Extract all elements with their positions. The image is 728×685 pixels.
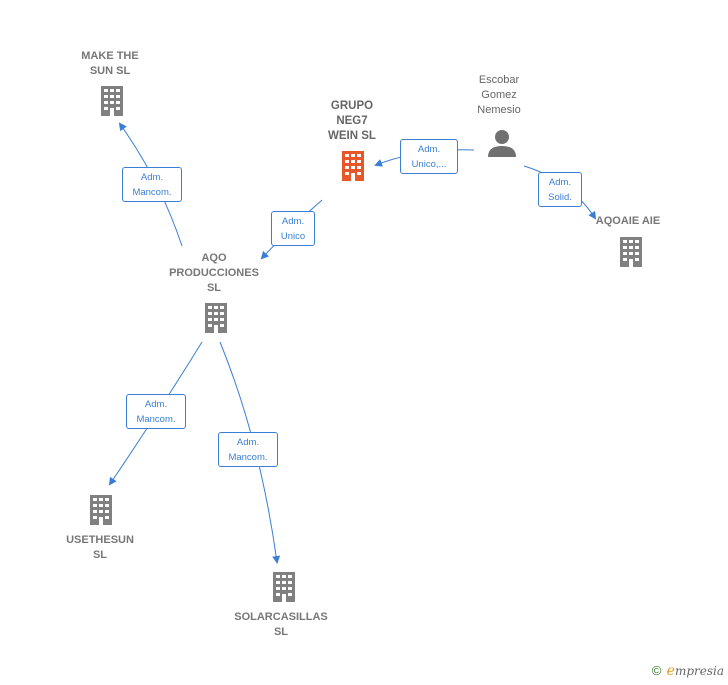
- brand-initial: e: [666, 663, 675, 679]
- node-label-escobar[interactable]: Escobar Gomez Nemesio: [477, 74, 521, 116]
- node-label-make-the-sun[interactable]: MAKE THE SUN SL: [81, 50, 139, 77]
- building-icon[interactable]: [205, 303, 227, 333]
- edge-label-aqo-to-grupo[interactable]: Adm. Unico: [271, 211, 315, 246]
- edge-label-escobar-to-aqoaie[interactable]: Adm. Solid.: [538, 172, 582, 207]
- edge-label-escobar-to-grupo[interactable]: Adm. Unico,...: [400, 139, 458, 174]
- edge-label-aqo-to-usethesun[interactable]: Adm. Mancom.: [126, 394, 186, 429]
- footer-brand: © empresia: [652, 663, 724, 679]
- node-label-solarcasillas[interactable]: SOLARCASILLAS SL: [234, 611, 328, 638]
- building-icon[interactable]: [342, 151, 364, 181]
- building-icon[interactable]: [620, 237, 642, 267]
- node-label-grupo-neg7[interactable]: GRUPO NEG7 WEIN SL: [328, 100, 376, 142]
- node-label-usethesun[interactable]: USETHESUN SL: [66, 534, 134, 561]
- brand-name: mpresia: [674, 664, 724, 678]
- edge-label-aqo-to-make[interactable]: Adm. Mancom.: [122, 167, 182, 202]
- edge-label-aqo-to-solar[interactable]: Adm. Mancom.: [218, 432, 278, 467]
- building-icon[interactable]: [101, 86, 123, 116]
- building-icon[interactable]: [90, 495, 112, 525]
- building-icon[interactable]: [273, 572, 295, 602]
- person-icon[interactable]: [488, 130, 516, 157]
- node-label-aqo-producciones[interactable]: AQO PRODUCCIONES SL: [169, 252, 259, 294]
- node-label-aqoaie[interactable]: AQOAIE AIE: [595, 215, 661, 227]
- copyright-symbol: ©: [651, 663, 662, 678]
